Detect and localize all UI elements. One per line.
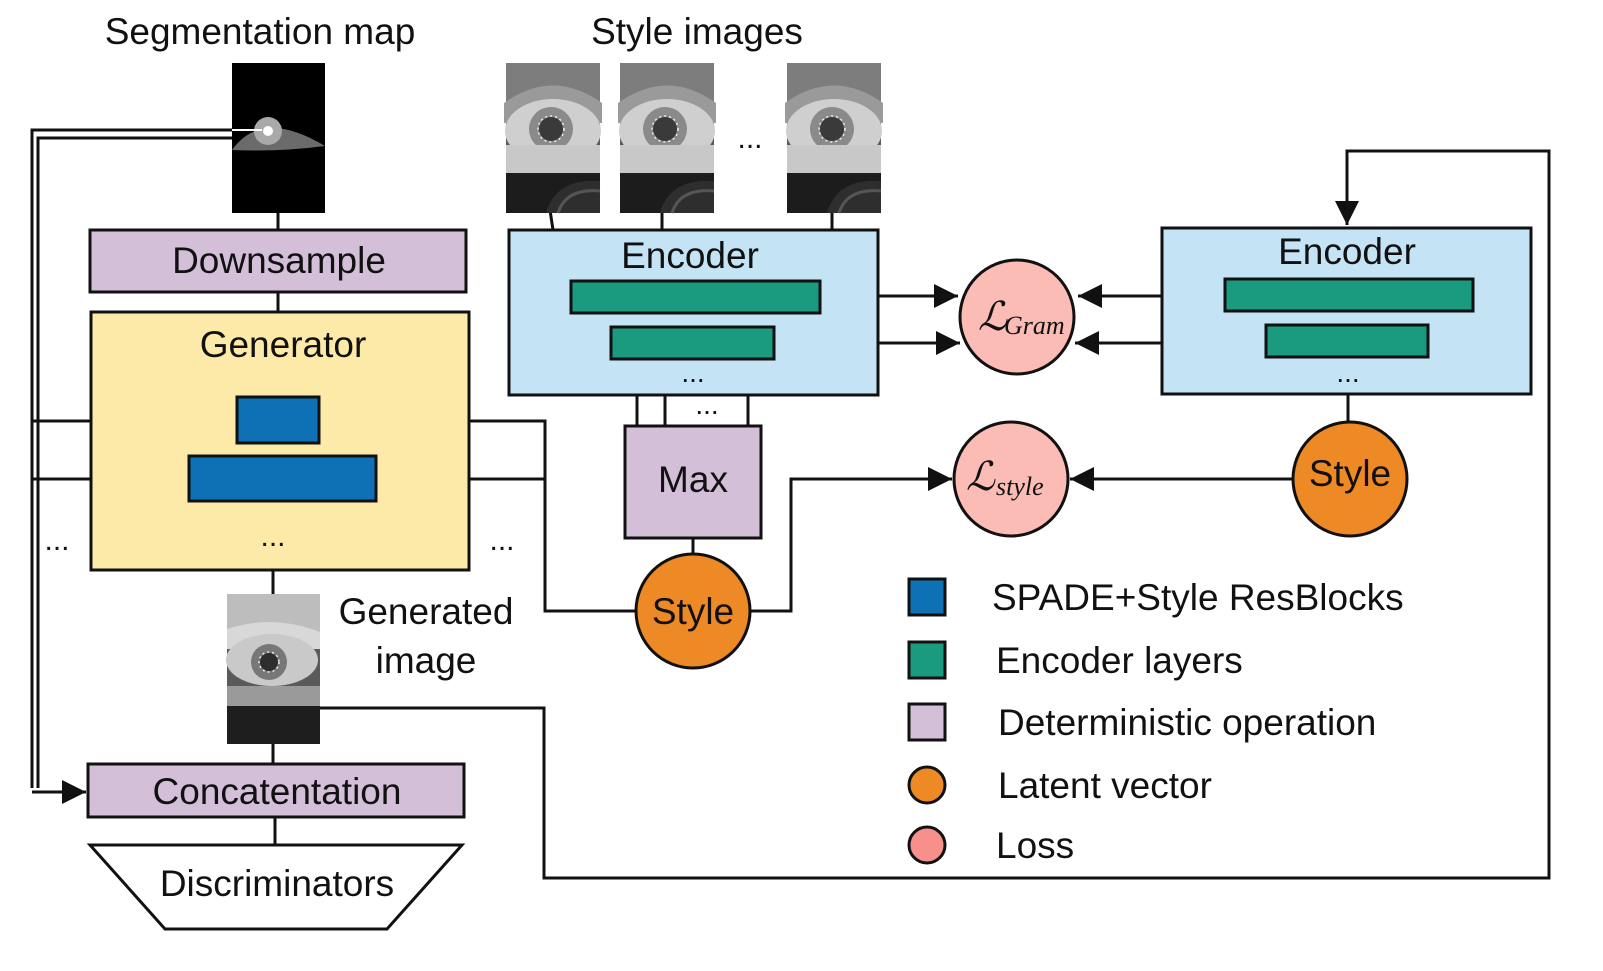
resblock-small [235,395,321,445]
legend-item: SPADE+Style ResBlocks [907,577,1404,618]
style-right-label: Style [1309,453,1391,494]
max-block: Max [623,424,763,540]
encoder-right-label: Encoder [1278,231,1416,272]
max-connector-ellipsis: ... [695,389,718,420]
legend-swatch [907,640,947,680]
generator-block: Generator ... [89,310,471,572]
style-left-to-lstyle-arrow [750,467,952,613]
legend-item: Loss [907,825,1074,866]
encoder-left-label: Encoder [621,235,759,276]
concatenation-label: Concatentation [153,771,402,812]
style-image-n [783,61,885,215]
style-left-label: Style [652,591,734,632]
encoder-right-block: Encoder ... [1160,226,1533,396]
generator-label: Generator [200,324,367,365]
downsample-block: Downsample [88,228,468,294]
legend-label: Deterministic operation [998,702,1376,743]
loss-style-symbol: ℒ [966,454,996,499]
legend-swatch [907,577,947,617]
legend-label: Latent vector [998,765,1212,806]
generator-ellipsis: ... [260,520,285,553]
style-images-ellipsis: ... [737,122,762,155]
legend-label: Loss [996,825,1074,866]
segmentation-map-title: Segmentation map [105,11,416,52]
discriminators-block: Discriminators [86,843,466,931]
loss-gram-node: ℒ Gram [958,258,1076,376]
segmentation-map-image [232,63,325,213]
legend-item: Latent vector [907,765,1212,806]
generated-image [226,594,320,744]
style-images-title: Style images [591,11,803,52]
legend-item: Encoder layers [907,640,1243,681]
generated-image-label-line1: Generated [339,591,514,632]
seg-map-feed-line-inner [36,136,262,788]
mid-rail-ellipsis: ... [489,524,514,557]
encoder-left-layer-1 [569,279,822,315]
generated-to-encoder-loop [320,149,1551,880]
style-image-1 [502,61,604,215]
encoder-left-layer-2 [609,325,776,361]
encoder-right-layer-2 [1264,323,1430,359]
discriminators-label: Discriminators [160,863,394,904]
legend-swatch [907,825,947,865]
connection-lines [30,128,1551,880]
max-label: Max [658,459,728,500]
legend-item: Deterministic operation [907,702,1376,743]
encoder-right-layer-1 [1223,277,1475,313]
generated-image-label-line2: image [376,640,477,681]
loss-gram-symbol: ℒ [978,294,1008,339]
loss-style-subscript: style [996,472,1044,501]
style-image-2 [616,61,718,215]
left-rail-ellipsis: ... [44,524,69,557]
downsample-label: Downsample [172,240,386,281]
loss-style-node: ℒ style [952,420,1070,538]
resblock-large [187,454,378,503]
legend-swatch [907,702,947,742]
legend-swatch [907,765,947,805]
loss-gram-subscript: Gram [1004,311,1065,340]
style-left-node: Style [634,552,752,670]
concatenation-block: Concatentation [86,762,466,819]
legend-label: Encoder layers [996,640,1243,681]
encoder-left-block: Encoder ... [507,228,880,397]
seg-map-feed-line [30,128,262,788]
legend-label: SPADE+Style ResBlocks [992,577,1404,618]
encoder-left-ellipsis: ... [681,357,704,388]
style-right-node: Style [1291,420,1409,538]
encoder-right-ellipsis: ... [1336,357,1359,388]
